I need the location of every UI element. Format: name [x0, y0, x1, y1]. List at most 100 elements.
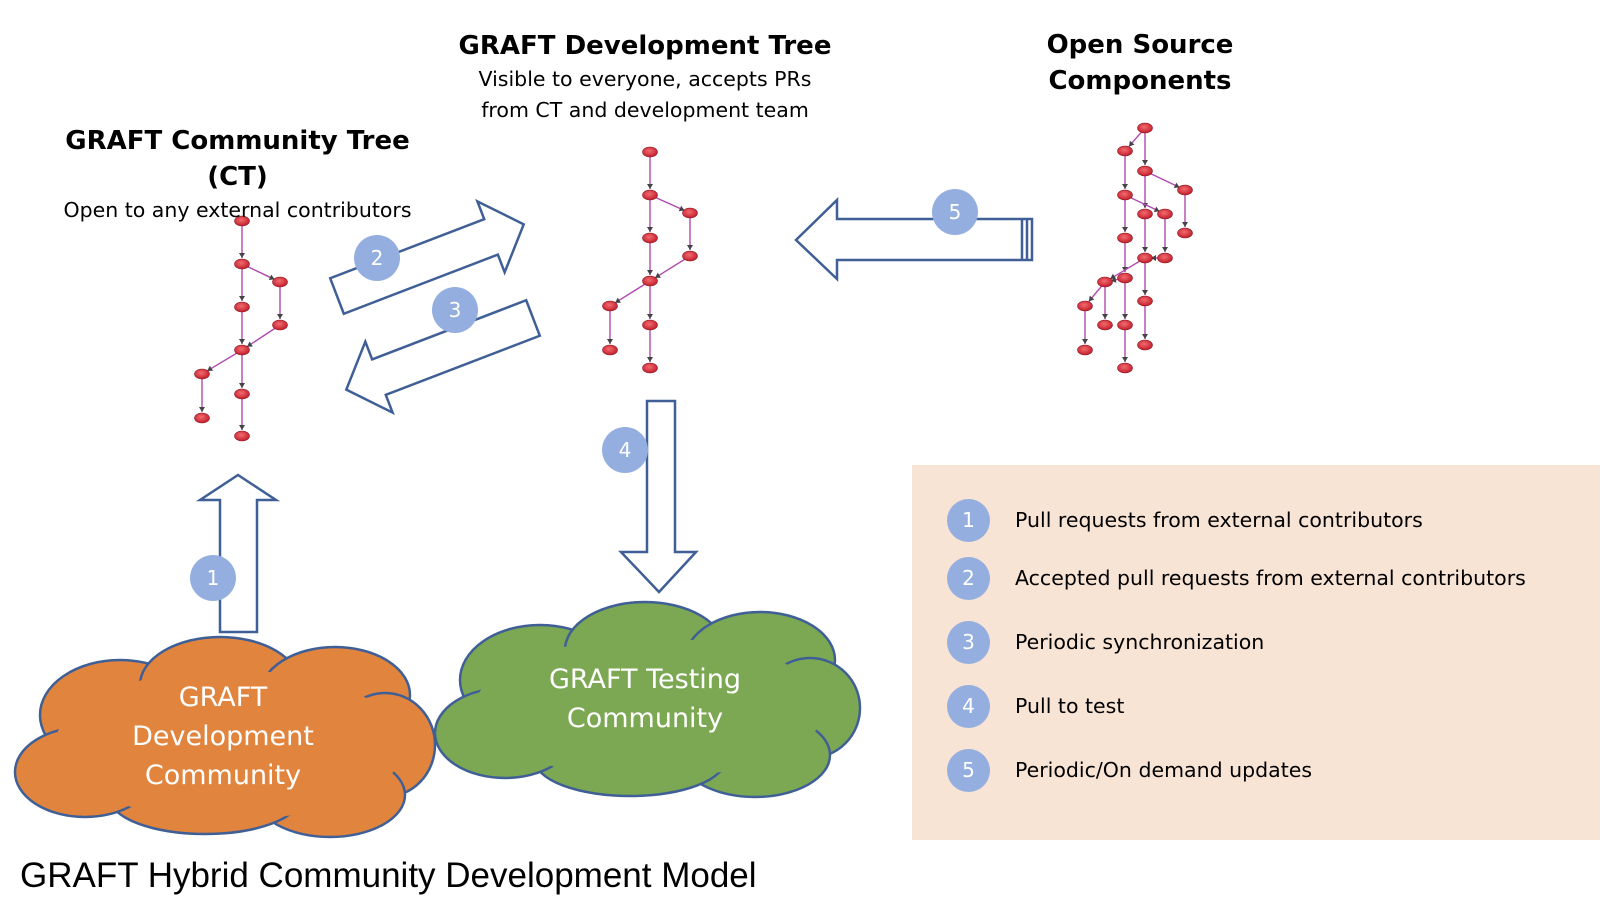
development-tree-graph	[602, 146, 698, 374]
community-tree-header: GRAFT Community Tree (CT) Open to any ex…	[40, 123, 435, 226]
graph-edge-arrowhead	[1110, 276, 1117, 283]
graph-edge-arrowhead	[277, 314, 283, 319]
open-source-graph	[1077, 122, 1193, 374]
flow-badge-5: 5	[932, 189, 978, 235]
development-tree-subtitle-1: Visible to everyone, accepts PRs	[478, 67, 812, 91]
graph-edge-arrowhead	[1142, 160, 1148, 165]
testing-community-label: GRAFT Testing Community	[520, 660, 770, 738]
development-community-line-3: Community	[144, 760, 302, 791]
graph-node	[272, 319, 288, 331]
graph-edge-arrowhead	[615, 297, 621, 303]
graph-edge-arrowhead	[247, 341, 253, 347]
graph-node	[234, 215, 250, 227]
figure-caption: GRAFT Hybrid Community Development Model	[20, 856, 757, 895]
graph-edge-arrowhead	[199, 407, 205, 412]
graph-edge-arrowhead	[1088, 295, 1095, 302]
community-tree-graph	[194, 215, 288, 442]
graph-node	[1117, 145, 1133, 157]
graph-node	[642, 319, 658, 331]
graph-node	[1117, 362, 1133, 374]
graph-edge-arrowhead	[1142, 247, 1148, 252]
cloud-development-community	[13, 635, 437, 839]
flow-badge-3: 3	[432, 287, 478, 333]
open-source-header: Open Source Components	[1030, 27, 1250, 99]
graph-node	[1117, 319, 1133, 331]
graph-edge-arrowhead	[1122, 357, 1128, 362]
graph-edge-arrowhead	[1173, 182, 1180, 188]
graph-node	[1077, 344, 1093, 356]
development-tree-header: GRAFT Development Tree Visible to everyo…	[440, 28, 850, 126]
graph-node	[1137, 295, 1153, 307]
graph-edge-arrowhead	[655, 272, 661, 278]
graph-edge-arrowhead	[647, 184, 653, 189]
legend-panel: 1 Pull requests from external contributo…	[912, 465, 1600, 840]
testing-community-line-1: GRAFT Testing	[548, 664, 742, 695]
community-tree-title: GRAFT Community Tree (CT)	[65, 126, 410, 192]
graph-node	[602, 300, 618, 312]
legend-item-3: 3 Periodic synchronization	[947, 620, 1264, 664]
graph-edge-arrowhead	[239, 339, 245, 344]
flow-badge-1: 1	[190, 555, 236, 601]
graph-edge-arrowhead	[647, 227, 653, 232]
graph-node	[682, 207, 698, 219]
graph-node	[642, 189, 658, 201]
legend-number-badge: 1	[947, 498, 990, 542]
graph-edge-arrowhead	[1128, 140, 1135, 147]
graph-node	[1137, 339, 1153, 351]
graph-node	[1177, 227, 1193, 239]
development-community-line-1: GRAFT	[178, 682, 268, 713]
graph-node	[194, 412, 210, 424]
graph-node	[642, 232, 658, 244]
development-community-label: GRAFT Development Community	[103, 678, 343, 795]
graph-edge-arrowhead	[1122, 227, 1128, 232]
flow-badge-2: 2	[354, 235, 400, 281]
graph-edge	[654, 255, 691, 279]
legend-number-badge: 4	[947, 684, 990, 728]
graph-node	[642, 275, 658, 287]
graph-node	[194, 368, 210, 380]
graph-edge-arrowhead	[207, 365, 213, 371]
svg-text:4: 4	[619, 438, 632, 462]
graph-node	[1157, 208, 1173, 220]
open-source-title-2: Components	[1048, 66, 1232, 96]
graph-edge-arrowhead	[1151, 255, 1156, 261]
legend-number-badge: 3	[947, 620, 990, 664]
graph-node	[1097, 319, 1113, 331]
flow-arrow-4	[618, 399, 699, 594]
graph-node	[1137, 165, 1153, 177]
cloud-testing-community	[433, 600, 862, 799]
graph-edge-arrowhead	[607, 339, 613, 344]
legend-item-5: 5 Periodic/On demand updates	[947, 748, 1312, 792]
community-tree-subtitle: Open to any external contributors	[63, 198, 412, 222]
legend-item-4: 4 Pull to test	[947, 684, 1124, 728]
development-community-line-2: Development	[132, 721, 314, 752]
legend-text: Accepted pull requests from external con…	[1015, 566, 1526, 590]
graph-node	[234, 430, 250, 442]
graph-node	[234, 301, 250, 313]
svg-text:5: 5	[949, 200, 962, 224]
graph-node	[602, 344, 618, 356]
graph-node	[234, 344, 250, 356]
legend-text: Periodic synchronization	[1015, 630, 1265, 654]
graph-node	[1117, 272, 1133, 284]
graph-node	[1117, 189, 1133, 201]
flow-arrow-2	[328, 198, 526, 316]
graph-edge-arrowhead	[647, 270, 653, 275]
graph-node	[682, 250, 698, 262]
legend-item-1: 1 Pull requests from external contributo…	[947, 498, 1423, 542]
svg-text:3: 3	[449, 298, 462, 322]
graph-node	[1137, 208, 1153, 220]
graph-node	[1137, 122, 1153, 134]
graph-node	[642, 362, 658, 374]
legend-number-badge: 5	[947, 748, 990, 792]
graph-node	[234, 388, 250, 400]
graph-edge-arrowhead	[239, 383, 245, 388]
graph-edge-arrowhead	[239, 425, 245, 430]
open-source-title-1: Open Source	[1046, 30, 1234, 60]
legend-number-badge: 2	[947, 556, 990, 600]
testing-community-line-2: Community	[566, 703, 724, 734]
graph-edge-arrowhead	[1122, 314, 1128, 319]
graph-edge-arrowhead	[1082, 339, 1088, 344]
graph-edge-arrowhead	[1122, 184, 1128, 189]
